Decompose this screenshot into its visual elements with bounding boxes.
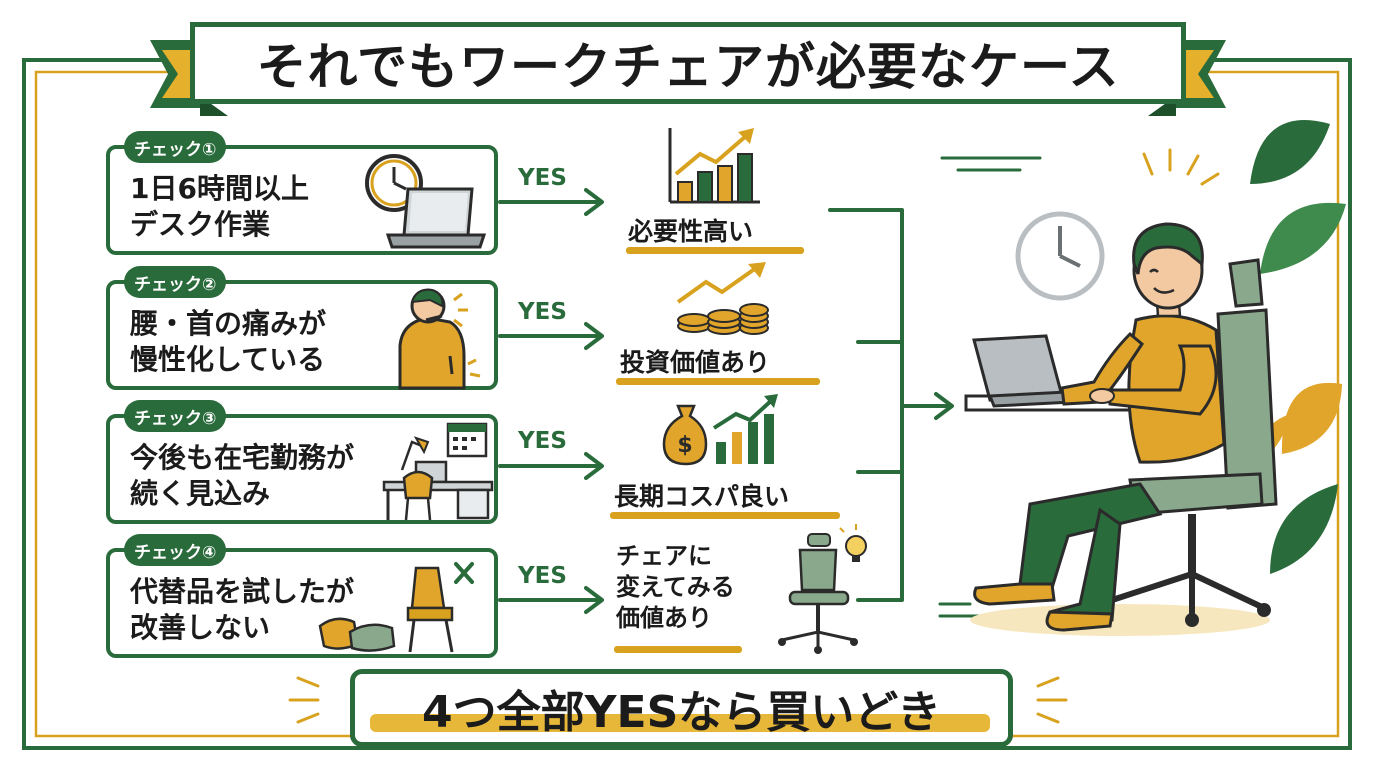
check-box-2: チェック② 腰・首の痛みが 慢性化している bbox=[106, 266, 498, 390]
result-4-underline bbox=[614, 646, 742, 653]
yes-label-2: YES bbox=[518, 299, 567, 325]
result-3: 長期コスパ良い bbox=[614, 482, 790, 511]
result-1-underline bbox=[626, 247, 804, 254]
check-3-line1: 今後も在宅勤務が bbox=[130, 441, 355, 474]
title-banner: それでもワークチェアが必要なケース bbox=[190, 22, 1186, 104]
result-1: 必要性高い bbox=[628, 217, 754, 246]
home-office-desk-icon bbox=[382, 422, 494, 521]
yes-label-1: YES bbox=[518, 165, 567, 191]
svg-text:$: $ bbox=[677, 433, 692, 458]
result-4: チェアに 変えてみる 価値あり bbox=[616, 541, 735, 634]
check-2-line2: 慢性化している bbox=[130, 343, 326, 376]
clock-laptop-icon bbox=[365, 154, 487, 249]
check-3-line2: 続く見込み bbox=[130, 477, 271, 510]
page-title: それでもワークチェアが必要なケース bbox=[256, 38, 1120, 96]
office-chair-bulb-icon bbox=[778, 524, 868, 654]
check-box-4: チェック④ 代替品を試したが 改善しない bbox=[106, 534, 498, 658]
plant-leaves bbox=[1250, 120, 1346, 574]
check-text-1: 1日6時間以上 デスク作業 bbox=[130, 171, 309, 243]
result-3-underline bbox=[610, 512, 840, 519]
check-text-2: 腰・首の痛みが 慢性化している bbox=[130, 306, 326, 378]
check-tag-2: チェック② bbox=[124, 266, 227, 298]
conclusion-highlight bbox=[370, 714, 990, 732]
check-tag-4: チェック④ bbox=[124, 534, 227, 566]
yes-label-3: YES bbox=[518, 428, 567, 454]
yes-label-4: YES bbox=[518, 563, 567, 589]
conclusion-box: 4つ全部YESなら買いどき bbox=[350, 669, 1013, 747]
check-4-line1: 代替品を試したが bbox=[130, 575, 355, 608]
coins-growth-icon bbox=[676, 262, 769, 335]
result-2: 投資価値あり bbox=[620, 348, 771, 377]
check-4-line2: 改善しない bbox=[130, 611, 271, 644]
result-4-line1: チェアに bbox=[616, 542, 712, 570]
result-4-line3: 価値あり bbox=[616, 604, 712, 632]
bar-growth-icon bbox=[668, 128, 760, 204]
person-working-illustration bbox=[938, 120, 1346, 636]
back-pain-person-icon bbox=[398, 288, 481, 390]
chair-cushion-cross-icon bbox=[318, 562, 474, 653]
money-bag-growth-icon: $ bbox=[662, 394, 778, 466]
check-text-4: 代替品を試したが 改善しない bbox=[130, 574, 354, 646]
check-box-3: チェック③ 今後も在宅勤務が 続く見込み bbox=[106, 400, 498, 524]
check-1-line1: 1日6時間以上 bbox=[130, 172, 309, 205]
check-tag-3: チェック③ bbox=[124, 400, 227, 432]
result-2-underline bbox=[616, 378, 820, 385]
conclusion-text: 4つ全部YESなら買いどき bbox=[422, 687, 941, 738]
check-box-1: チェック① 1日6時間以上 デスク作業 bbox=[106, 131, 498, 255]
result-4-line2: 変えてみる bbox=[616, 573, 735, 601]
check-tag-1: チェック① bbox=[124, 131, 227, 163]
check-1-line2: デスク作業 bbox=[130, 208, 271, 241]
check-2-line1: 腰・首の痛みが bbox=[130, 307, 327, 340]
check-text-3: 今後も在宅勤務が 続く見込み bbox=[130, 440, 354, 512]
